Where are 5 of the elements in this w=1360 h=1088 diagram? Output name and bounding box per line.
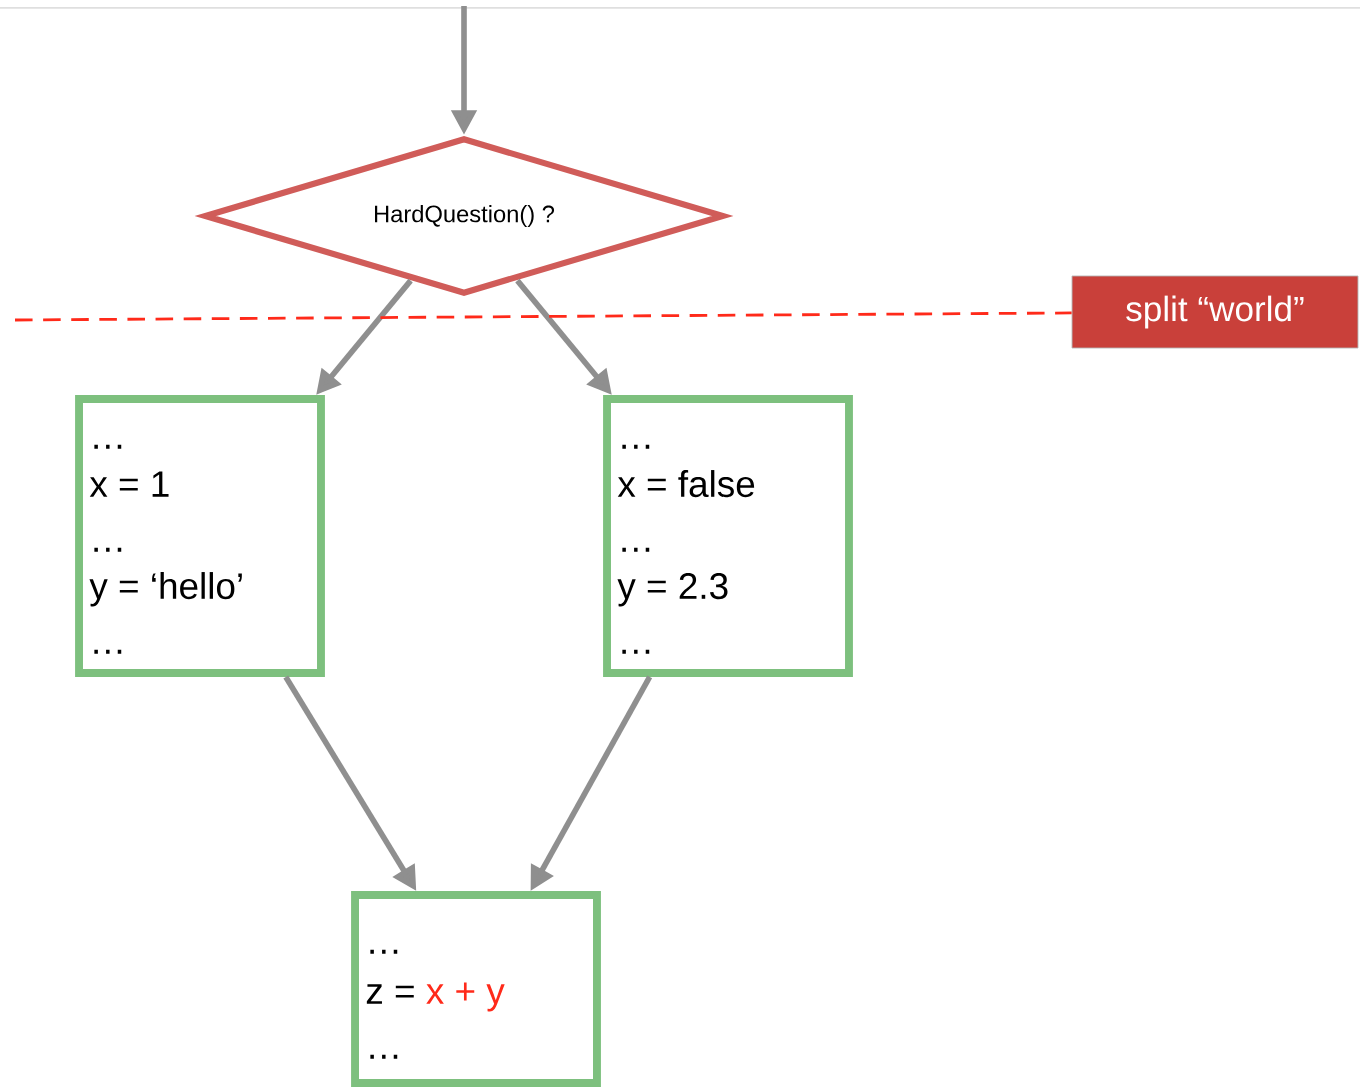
code-box: … x = 1 … y = ‘hello’ … xyxy=(75,395,325,677)
code-box: … x = false … y = 2.3 … xyxy=(603,395,853,677)
label-tag: split “world” xyxy=(1071,275,1359,349)
code-box: … z = x + y … xyxy=(351,891,601,1087)
separator-line xyxy=(15,311,1072,322)
